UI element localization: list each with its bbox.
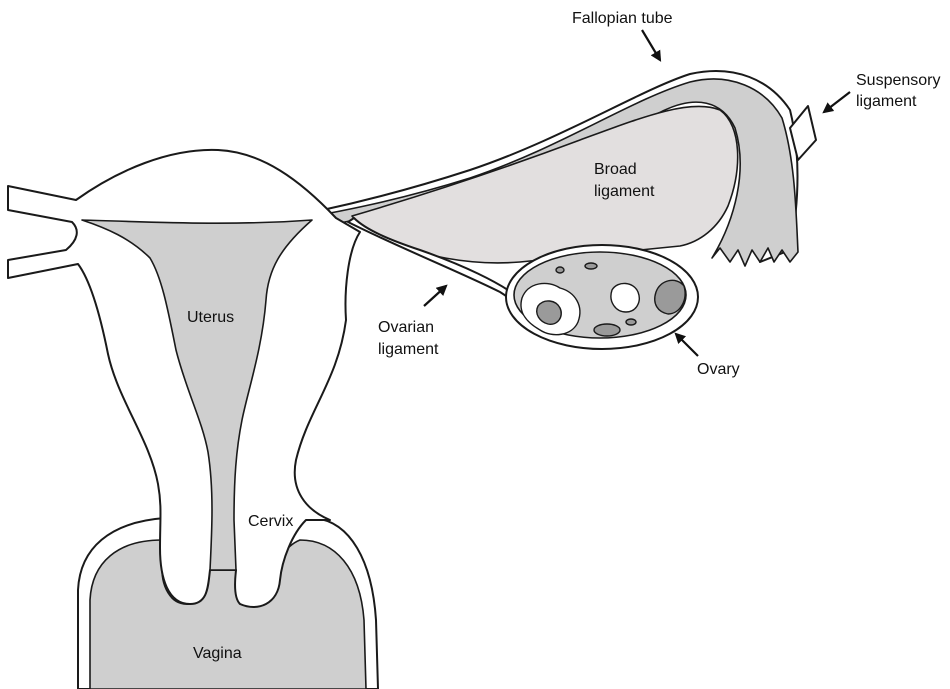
label-suspensory-ligament-line2: ligament [856,92,916,112]
label-ovary: Ovary [697,360,740,380]
ovarian-ligament-arrow [424,286,446,306]
ovary-follicle-small-4 [556,267,564,273]
label-ovarian-ligament-line2: ligament [378,340,438,360]
ovary-arrow [676,334,698,356]
ovary-follicle-small-2 [626,319,636,325]
ovary-follicle-small-1 [594,324,620,336]
label-ovarian-ligament-line1: Ovarian [378,318,434,338]
label-uterus: Uterus [187,308,234,328]
ovary-follicle-small-3 [585,263,597,269]
label-broad-ligament-line1: Broad [594,160,637,180]
ovary-follicle-medium [611,283,639,312]
suspensory-ligament-arrow [824,92,850,112]
label-vagina: Vagina [193,644,242,664]
label-broad-ligament-line2: ligament [594,182,654,202]
label-cervix: Cervix [248,512,293,532]
label-fallopian-tube: Fallopian tube [572,9,673,29]
fallopian-tube-arrow [642,30,660,60]
label-suspensory-ligament-line1: Suspensory [856,71,941,91]
broad-ligament [352,106,738,262]
